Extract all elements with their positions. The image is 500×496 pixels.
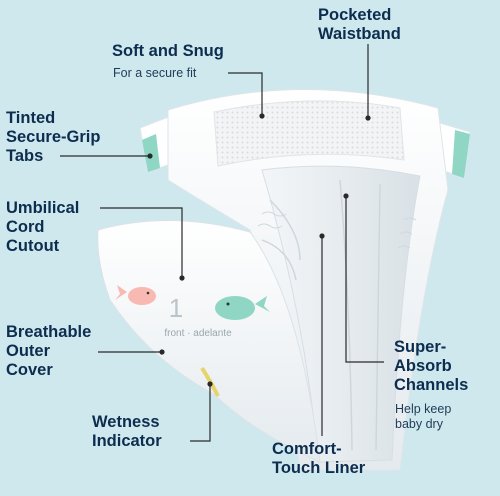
label-umbilical-cutout: Umbilical Cord Cutout <box>6 199 80 255</box>
label-soft-and-snug-sub: For a secure fit <box>113 66 197 80</box>
size-number: 1 <box>169 293 183 323</box>
label-wetness-indicator: Wetness Indicator <box>92 413 162 450</box>
leg-cuff-ruffles <box>257 211 417 249</box>
left-whale-icon <box>115 285 156 305</box>
label-pocketed-waistband: Pocketed Waistband <box>318 6 401 43</box>
absorb-channel-lines <box>261 179 381 451</box>
label-breathable-cover: Breathable Outer Cover <box>6 323 92 379</box>
front-caption: front · adelante <box>164 328 232 339</box>
label-comfort-touch-liner: Comfort- Touch Liner <box>272 440 366 477</box>
label-soft-and-snug: Soft and Snug <box>112 42 224 60</box>
inner-liner <box>261 165 421 463</box>
label-super-absorb-channels: Super- Absorb Channels <box>394 338 469 394</box>
front-panel <box>97 219 321 463</box>
right-whale-icon <box>215 296 270 320</box>
leader-lines <box>60 44 384 442</box>
label-tinted-tabs: Tinted Secure-Grip Tabs <box>6 109 101 165</box>
label-super-absorb-sub: Help keep baby dry <box>395 402 452 431</box>
